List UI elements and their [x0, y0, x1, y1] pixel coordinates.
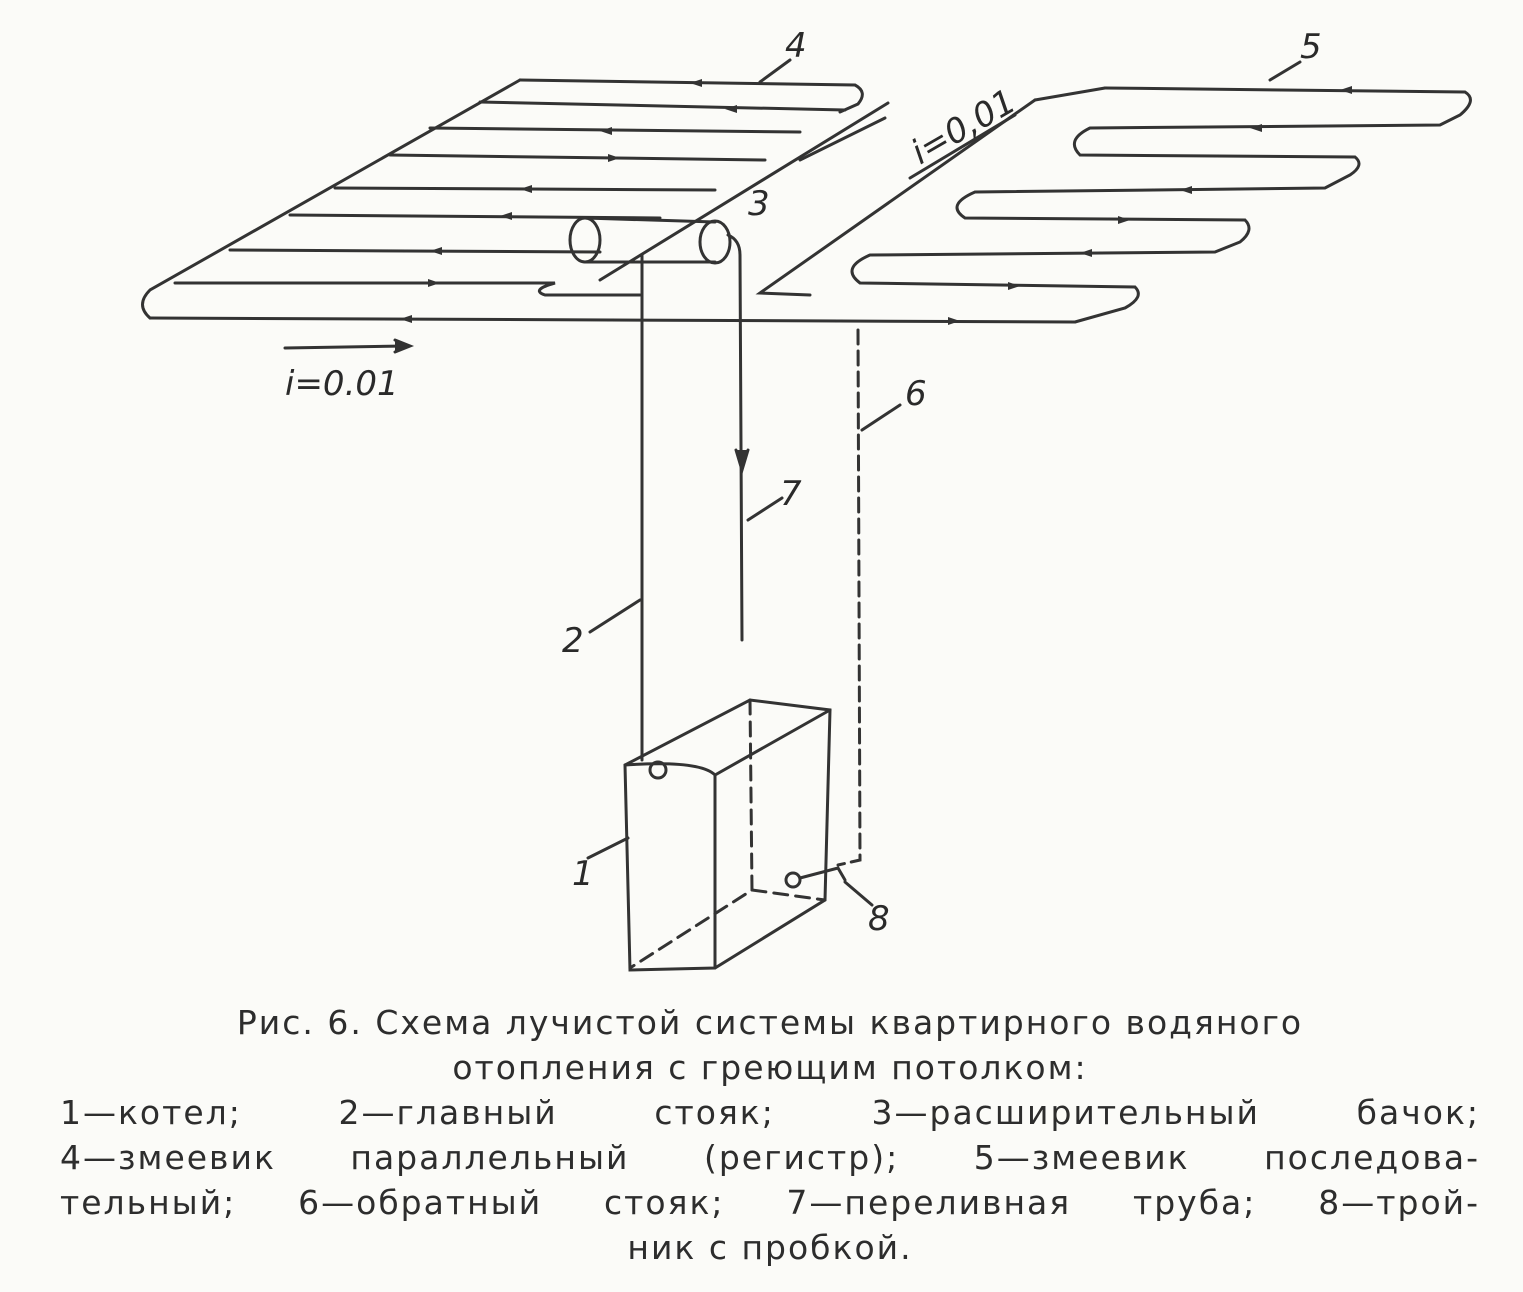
label-3: 3: [748, 184, 770, 224]
caption-title-2: отопления с греющим потолком:: [452, 1048, 1088, 1087]
slope-label-bottom: i=0.01: [285, 364, 399, 404]
slope-arrow-top-2: [908, 113, 1017, 180]
heating-system-diagram: 4 5 3 6 7 2 1 8 i=0,01 i=0.01: [141, 26, 1472, 972]
caption-legend-1: 1—котел; 2—главный стояк; 3—расширительн…: [60, 1093, 1480, 1132]
label-1: 1: [572, 854, 594, 894]
caption-legend-4: ник с пробкой.: [627, 1228, 913, 1267]
slope-label-top: i=0,01: [905, 81, 1023, 172]
label-2: 2: [562, 621, 584, 661]
return-riser: [836, 328, 862, 867]
label-7: 7: [780, 474, 802, 514]
label-4: 4: [785, 26, 807, 66]
caption-title-1: Рис. 6. Схема лучистой системы квартирно…: [236, 1003, 1304, 1042]
flow-arrows: [400, 79, 1352, 325]
label-8: 8: [868, 899, 890, 939]
serial-coil: [755, 86, 1472, 324]
supply-line: [148, 316, 1077, 324]
caption-legend-3: тельный; 6—обратный стояк; 7—переливная …: [60, 1183, 1480, 1222]
slope-arrow-bottom: [283, 344, 407, 350]
overflow-pipe: [726, 233, 744, 642]
figure-caption: Рис. 6. Схема лучистой системы квартирно…: [60, 1000, 1480, 1270]
expansion-tank: [568, 216, 732, 265]
label-6: 6: [905, 374, 927, 414]
boiler: [623, 698, 847, 972]
label-5: 5: [1300, 27, 1322, 67]
caption-legend-2: 4—змеевик параллельный (регистр); 5—змее…: [60, 1138, 1480, 1177]
slope-arrow-top: [798, 116, 887, 162]
